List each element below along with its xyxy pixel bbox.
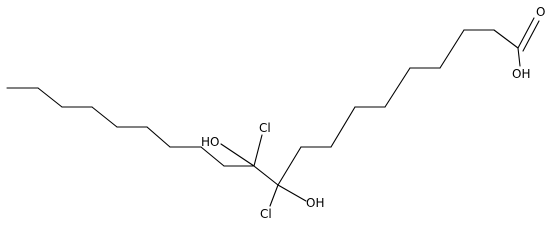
bond-chain-left <box>91 106 118 128</box>
cl-label-upper: Cl <box>259 121 271 135</box>
molecule-drawing: Cl HO Cl OH O OH <box>6 5 545 221</box>
bond-chain-right <box>439 29 465 69</box>
bond-carbonyl-double <box>522 20 540 52</box>
bond-chain-right <box>384 67 411 108</box>
acid-oh-label: OH <box>512 67 530 81</box>
bond-c9-oh <box>277 184 307 202</box>
bond-chain-right <box>493 29 519 49</box>
bond-chain-right <box>330 106 356 148</box>
bond-chain-left <box>146 126 171 148</box>
ho-label-upper: HO <box>201 135 219 149</box>
bond-chain-left <box>37 87 63 108</box>
bond-c9-cl <box>269 184 279 207</box>
bond-chain-left <box>200 146 225 167</box>
structure-canvas: Cl HO Cl OH O OH <box>6 5 546 221</box>
bond-chain-right <box>277 146 302 186</box>
carbonyl-o-label: O <box>536 5 545 19</box>
oh-label-lower: OH <box>306 196 324 210</box>
cl-label-lower: Cl <box>260 207 272 221</box>
bond-c10-cl <box>253 134 263 167</box>
bond-c10-c9 <box>253 165 279 186</box>
bond-c10-oh <box>220 143 255 167</box>
bond-carbonyl-double <box>517 17 535 49</box>
bond-acid-oh <box>517 47 521 67</box>
